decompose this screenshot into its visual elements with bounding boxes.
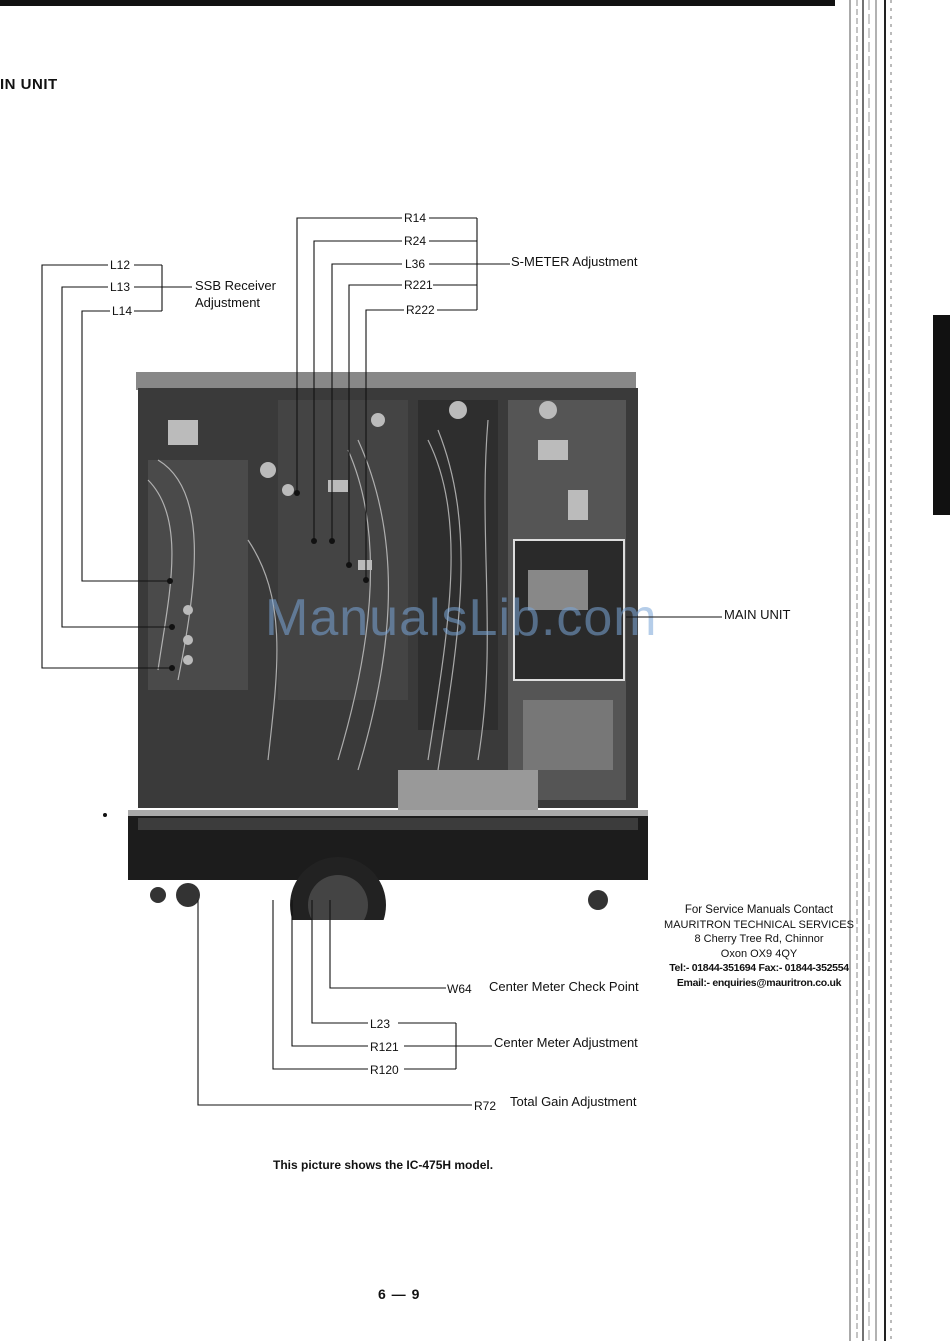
- label-l36: L36: [405, 257, 426, 271]
- contact-phone: Tel:- 01844-351694 Fax:- 01844-352554: [669, 962, 849, 974]
- page-number: 6 — 9: [378, 1286, 421, 1302]
- contact-line: MAURITRON TECHNICAL SERVICES: [664, 918, 854, 931]
- label-ssb-receiver: SSB Receiver: [195, 278, 276, 293]
- contact-line: 8 Cherry Tree Rd, Chinnor: [694, 933, 824, 945]
- label-center-meter-check-point: Center Meter Check Point: [489, 979, 639, 994]
- watermark: ManualsLib.com: [265, 589, 658, 647]
- label-ssb-adjustment: Adjustment: [195, 295, 261, 310]
- label-r72: R72: [474, 1099, 497, 1113]
- label-s-meter-adjustment: S-METER Adjustment: [511, 254, 638, 269]
- label-main-unit: MAIN UNIT: [724, 607, 791, 622]
- page-edge-shadow: [845, 0, 950, 1341]
- label-l12: L12: [110, 258, 131, 272]
- figure-caption: This picture shows the IC-475H model.: [273, 1158, 494, 1172]
- label-r120: R120: [370, 1063, 399, 1077]
- contact-email: Email:- enquiries@mauritron.co.uk: [676, 976, 842, 989]
- label-l14: L14: [112, 304, 133, 318]
- label-center-meter-adjustment: Center Meter Adjustment: [494, 1035, 638, 1050]
- label-total-gain-adjustment: Total Gain Adjustment: [510, 1094, 637, 1109]
- label-w64: W64: [447, 982, 472, 996]
- label-r221: R221: [404, 278, 433, 292]
- label-r14: R14: [404, 211, 427, 225]
- label-r121: R121: [370, 1040, 399, 1054]
- label-r24: R24: [404, 234, 427, 248]
- service-contact-block: For Service Manuals Contact MAURITRON TE…: [664, 903, 854, 990]
- top-rule: [0, 0, 835, 6]
- label-r222: R222: [406, 303, 435, 317]
- page-heading: IN UNIT: [0, 76, 58, 93]
- circuit-board-photo: [128, 340, 648, 920]
- label-l23: L23: [370, 1017, 391, 1031]
- contact-line: For Service Manuals Contact: [684, 904, 834, 916]
- label-l13: L13: [110, 280, 131, 294]
- contact-line: Oxon OX9 4QY: [720, 947, 798, 960]
